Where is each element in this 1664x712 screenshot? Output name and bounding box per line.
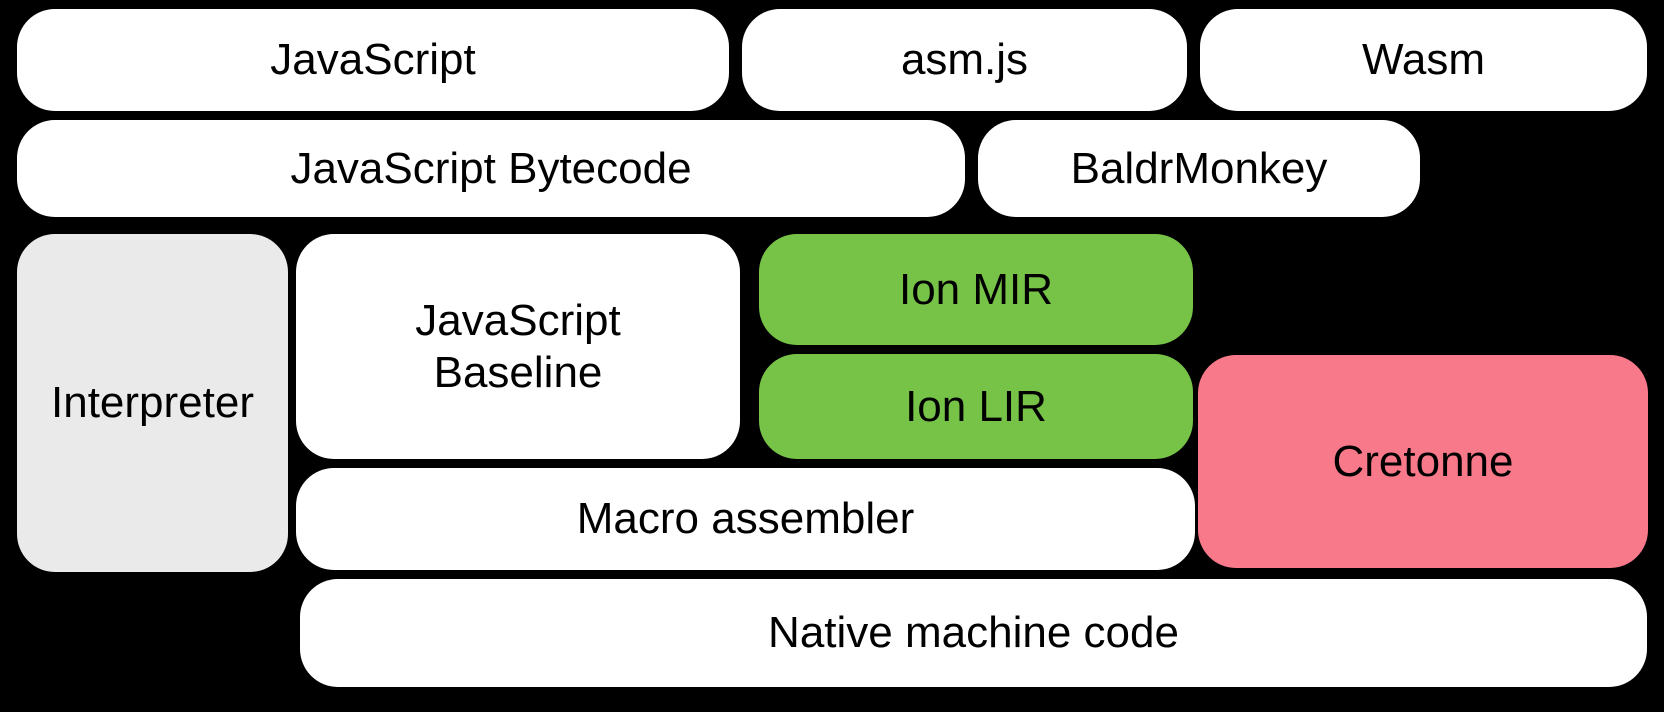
box-native-machine-code: Native machine code	[300, 579, 1647, 687]
box-javascript-bytecode: JavaScript Bytecode	[17, 120, 965, 217]
box-interpreter-label: Interpreter	[51, 378, 254, 428]
box-native-machine-code-label: Native machine code	[768, 608, 1179, 658]
box-javascript-bytecode-label: JavaScript Bytecode	[290, 143, 692, 193]
box-baldrmonkey-label: BaldrMonkey	[1070, 143, 1328, 193]
box-ion-mir: Ion MIR	[759, 234, 1193, 345]
box-javascript-baseline-line1: JavaScript	[415, 295, 621, 345]
box-macro-assembler: Macro assembler	[296, 468, 1195, 570]
box-ion-mir-label: Ion MIR	[898, 264, 1054, 314]
box-javascript-label: JavaScript	[270, 35, 476, 85]
box-javascript: JavaScript	[17, 9, 729, 111]
box-cretonne: Cretonne	[1198, 355, 1648, 568]
box-macro-assembler-label: Macro assembler	[576, 494, 915, 544]
box-wasm-label: Wasm	[1361, 35, 1486, 85]
box-javascript-baseline: JavaScript Baseline	[296, 234, 740, 459]
box-javascript-baseline-line2: Baseline	[433, 347, 603, 397]
box-asmjs-label: asm.js	[900, 35, 1029, 85]
box-ion-lir-label: Ion LIR	[905, 381, 1047, 431]
box-cretonne-label: Cretonne	[1332, 436, 1514, 486]
box-asmjs: asm.js	[742, 9, 1187, 111]
box-ion-lir: Ion LIR	[759, 354, 1193, 459]
box-baldrmonkey: BaldrMonkey	[978, 120, 1420, 217]
box-wasm: Wasm	[1200, 9, 1647, 111]
box-interpreter: Interpreter	[17, 234, 288, 572]
